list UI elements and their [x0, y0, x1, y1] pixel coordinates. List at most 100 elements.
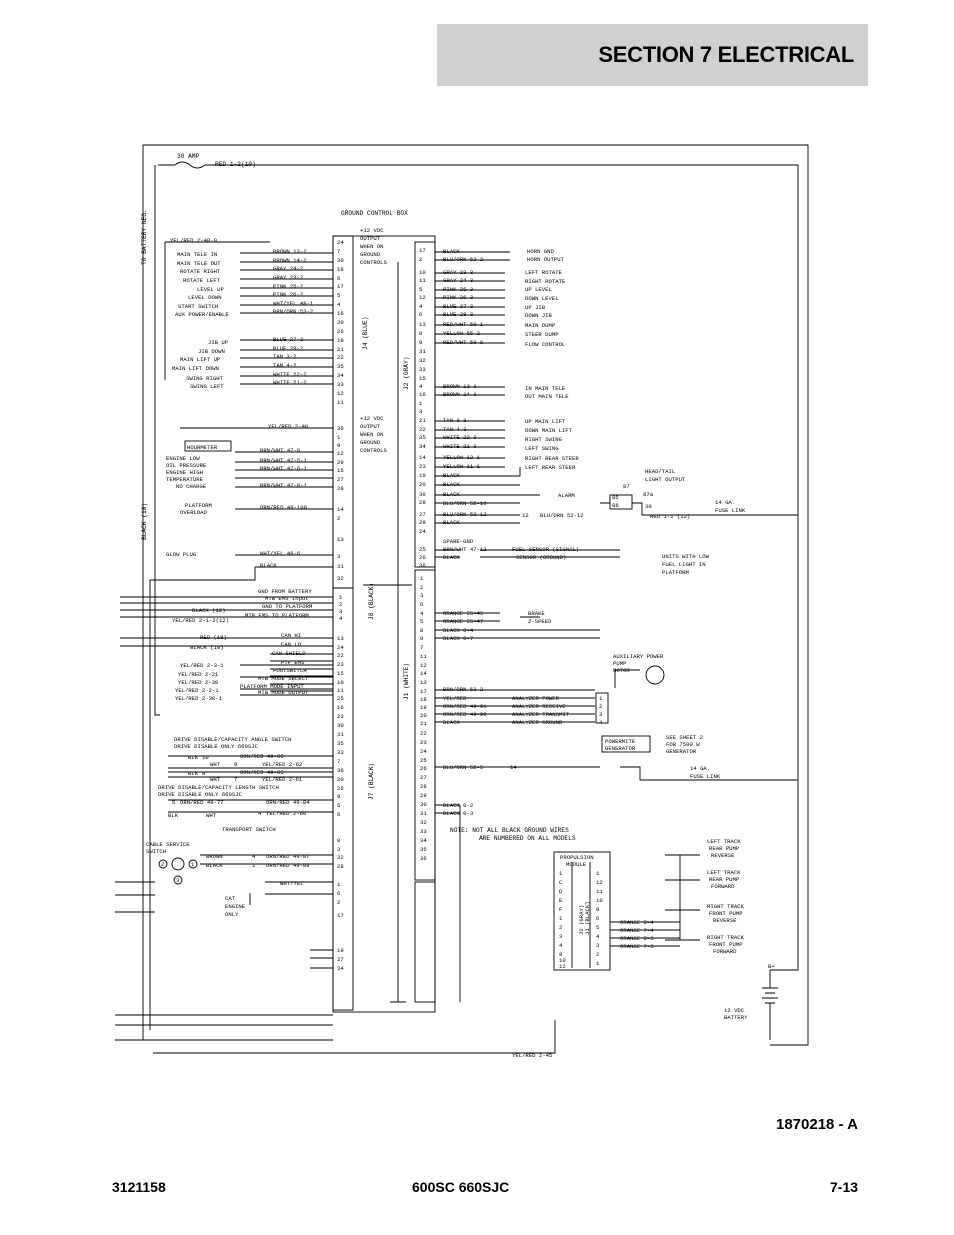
svg-text:MODULE: MODULE: [566, 861, 587, 868]
conn-j7-label: J7 (BLACK): [368, 763, 375, 800]
svg-text:LEVEL UP: LEVEL UP: [197, 286, 224, 293]
fuel-sensor-labels: FUEL SENSOR (SIGNAL) SENSOR (GROUND) UNI…: [512, 546, 710, 576]
svg-text:12: 12: [420, 662, 427, 669]
svg-text:14: 14: [510, 764, 517, 771]
svg-text:20: 20: [419, 481, 426, 488]
j2-wire-labels: BLACK BLU/ORN 52-2 GRAY 23-3 GRAY 24-3 P…: [443, 248, 487, 561]
svg-text:ORANGE 55-45: ORANGE 55-45: [443, 610, 483, 617]
svg-text:BATTERY: BATTERY: [724, 1014, 748, 1021]
svg-text:1: 1: [559, 870, 563, 877]
svg-text:35: 35: [337, 740, 344, 747]
svg-text:24: 24: [420, 748, 427, 755]
svg-text:14: 14: [337, 506, 344, 513]
svg-text:5: 5: [596, 924, 599, 931]
svg-text:23: 23: [420, 739, 427, 746]
yel-red-wire-labels: YEL/RED 2-3-1 YEL/RED 2-21 YEL/RED 2-30 …: [175, 662, 224, 702]
svg-text:1: 1: [337, 434, 341, 441]
svg-text:RIGHT SWING: RIGHT SWING: [525, 436, 563, 443]
svg-text:3: 3: [420, 592, 423, 599]
indicator-wire-labels: BRN/WHT 47-8 BRN/WHT 47-5-1 BRN/WHT 47-6…: [260, 447, 308, 569]
svg-text:14: 14: [420, 670, 427, 677]
svg-text:RED (18): RED (18): [200, 634, 227, 641]
svg-text:27: 27: [337, 476, 344, 483]
svg-text:LIGHT OUTPUT: LIGHT OUTPUT: [645, 476, 686, 483]
svg-text:OIL PRESSURE: OIL PRESSURE: [166, 462, 207, 469]
output-block-2: +12 VDC OUTPUT WHEN ON GROUND CONTROLS: [360, 415, 387, 454]
svg-text:ENGINE: ENGINE: [225, 903, 246, 910]
svg-text:CAN HI: CAN HI: [281, 632, 301, 639]
drive-pin-labels: 10 9 8 7 5 4: [172, 754, 262, 817]
svg-text:UNITS WITH LOW: UNITS WITH LOW: [662, 553, 710, 560]
svg-text:FUSE LINK: FUSE LINK: [690, 773, 721, 780]
svg-text:REAR PUMP: REAR PUMP: [709, 876, 740, 883]
svg-text:YEL/RED 2-2-1: YEL/RED 2-2-1: [175, 687, 219, 694]
svg-text:ORN/RED 49-77: ORN/RED 49-77: [180, 799, 224, 806]
svg-text:17: 17: [419, 247, 426, 254]
svg-text:26: 26: [419, 554, 426, 561]
svg-text:ORANGE 55-47: ORANGE 55-47: [443, 618, 483, 625]
svg-text:WHITE 21-3: WHITE 21-3: [443, 443, 477, 450]
svg-text:12: 12: [337, 390, 344, 397]
note-text: NOTE: NOT ALL BLACK GROUND WIRES ARE NUM…: [450, 827, 576, 842]
svg-text:NO CHARGE: NO CHARGE: [176, 483, 207, 490]
svg-text:32: 32: [419, 357, 426, 364]
fuse-rating: 30 AMP: [177, 153, 200, 160]
svg-text:24: 24: [337, 239, 344, 246]
svg-text:34: 34: [337, 965, 344, 972]
svg-text:FOR 7500 W: FOR 7500 W: [666, 741, 700, 748]
svg-text:BRN/WHT 47-8-1: BRN/WHT 47-8-1: [260, 482, 308, 489]
svg-text:BLACK: BLACK: [260, 562, 277, 569]
svg-text:BLU/ORN 52-12: BLU/ORN 52-12: [540, 512, 584, 519]
j1-pin-labels: 1 2 3 6 4 5 8 9 7 11 12 14 13 17 18 19 2…: [420, 575, 427, 862]
svg-text:REAR PUMP: REAR PUMP: [709, 845, 740, 852]
svg-text:PINK 26-3: PINK 26-3: [443, 294, 473, 301]
svg-text:ORN/RED 49-66: ORN/RED 49-66: [240, 753, 284, 760]
svg-text:SWING RIGHT: SWING RIGHT: [186, 375, 224, 382]
svg-text:FUEL LIGHT IN: FUEL LIGHT IN: [662, 561, 706, 568]
svg-text:MAIN LIFT DOWN: MAIN LIFT DOWN: [172, 365, 219, 372]
svg-text:4: 4: [339, 615, 343, 622]
svg-text:MAIN LIFT UP: MAIN LIFT UP: [180, 356, 221, 363]
svg-text:36: 36: [337, 425, 344, 432]
svg-text:85: 85: [612, 494, 619, 501]
svg-text:PTF EMS: PTF EMS: [281, 659, 305, 666]
svg-text:5: 5: [420, 618, 423, 625]
svg-text:MAIN TELE IN: MAIN TELE IN: [177, 251, 217, 258]
svg-text:CAT: CAT: [225, 895, 236, 902]
svg-text:TAN 4-3: TAN 4-3: [443, 426, 467, 433]
svg-text:LEFT REAR STEER: LEFT REAR STEER: [525, 464, 576, 471]
svg-text:YELLOW 12-1: YELLOW 12-1: [443, 454, 481, 461]
svg-text:31: 31: [419, 348, 426, 355]
svg-text:16: 16: [337, 310, 344, 317]
svg-text:RED/WHT 50-6: RED/WHT 50-6: [443, 339, 483, 346]
svg-text:FOOTSWITCH: FOOTSWITCH: [273, 667, 307, 674]
svg-text:ORN/RED 49-65: ORN/RED 49-65: [240, 769, 284, 776]
svg-text:26: 26: [337, 328, 344, 335]
svg-text:19: 19: [419, 472, 426, 479]
svg-text:BLU/ORN 52-12: BLU/ORN 52-12: [443, 511, 487, 518]
svg-text:1: 1: [599, 695, 603, 702]
svg-text:1: 1: [191, 861, 195, 868]
bottom-wire-label: YEL/RED 2-45: [512, 1052, 552, 1059]
svg-text:22: 22: [337, 354, 344, 361]
svg-text:25: 25: [420, 757, 427, 764]
svg-text:WHT: WHT: [210, 776, 221, 783]
svg-text:ORN/RED 49-91: ORN/RED 49-91: [443, 703, 487, 710]
svg-text:DRIVE DISABLE ONLY 660SJC: DRIVE DISABLE ONLY 660SJC: [158, 791, 243, 798]
svg-text:HORN OUTPUT: HORN OUTPUT: [527, 256, 565, 263]
svg-text:J1 (BLACK): J1 (BLACK): [584, 901, 591, 935]
svg-text:36: 36: [337, 767, 344, 774]
svg-text:BRN/ORN 53-2: BRN/ORN 53-2: [273, 308, 313, 315]
svg-text:8: 8: [419, 330, 422, 337]
svg-text:GRAY 24-3: GRAY 24-3: [443, 277, 473, 284]
cable-service-switch: CABLE SERVICE SWITCH BROWN BLACK ORN/RED…: [146, 841, 310, 884]
svg-text:6: 6: [337, 811, 340, 818]
svg-text:GENERATOR: GENERATOR: [666, 748, 697, 755]
svg-text:DRIVE DISABLE/CAPACITY ANGLE S: DRIVE DISABLE/CAPACITY ANGLE SWITCH: [174, 736, 292, 743]
svg-text:4: 4: [559, 942, 563, 949]
svg-text:10: 10: [337, 679, 344, 686]
svg-text:YELLOW 55-2: YELLOW 55-2: [443, 330, 480, 337]
svg-text:ONLY: ONLY: [225, 911, 239, 918]
svg-text:E: E: [559, 897, 563, 904]
svg-text:19: 19: [337, 947, 344, 954]
